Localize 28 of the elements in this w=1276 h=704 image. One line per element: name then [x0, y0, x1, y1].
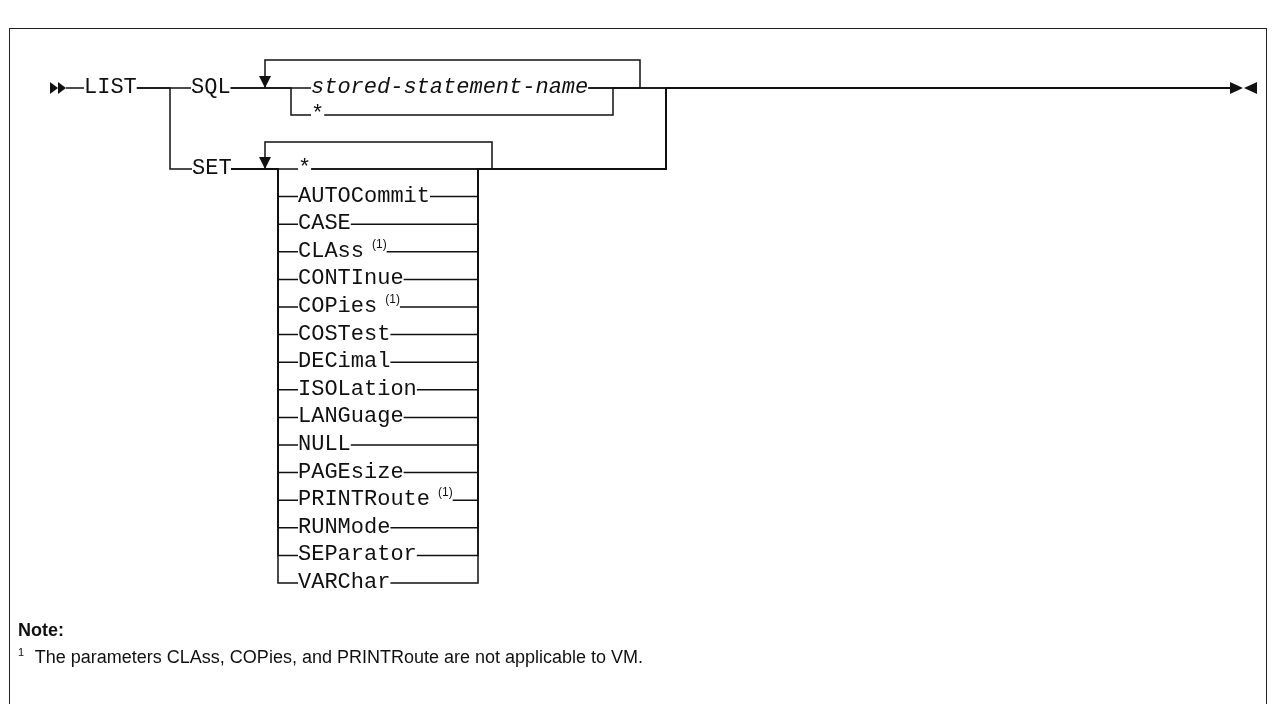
- syntax-keyword: NULL: [298, 433, 351, 457]
- connector-line: [136, 87, 193, 170]
- syntax-keyword: DECimal: [298, 350, 391, 375]
- syntax-keyword: SEParator: [298, 543, 417, 568]
- footnote-text: $^{1}$ The parameters CLAss, COPies, and PRINTRoute are not applicable to VM.: [18, 646, 644, 668]
- syntax-keyword: CLAss$^{(1)}$: [298, 239, 387, 264]
- syntax-keyword: ISOLation: [298, 377, 417, 402]
- syntax-keyword: LIST: [84, 76, 137, 100]
- syntax-keyword: PRINTRoute$^{(1)}$: [298, 488, 453, 513]
- syntax-keyword: *: [311, 103, 325, 127]
- syntax-keyword: RUNMode: [298, 515, 391, 540]
- repeat-loop-arrow: [259, 141, 493, 170]
- syntax-keyword: COPies$^{(1)}$: [298, 295, 400, 319]
- syntax-keyword: COSTest: [298, 322, 391, 347]
- syntax-keyword: CONTInue: [298, 267, 404, 292]
- repeat-loop-arrow: [259, 59, 641, 89]
- syntax-keyword: AUTOCommit: [298, 184, 431, 209]
- syntax-keyword: LANGuage: [298, 405, 404, 430]
- syntax-keyword: VARChar: [298, 571, 391, 595]
- syntax-keyword: SQL: [191, 76, 231, 100]
- connector-line: [65, 87, 85, 89]
- note-heading: Note:: [18, 620, 64, 641]
- syntax-keyword: SET: [192, 157, 232, 181]
- syntax-keyword: *: [298, 157, 312, 181]
- syntax-variable: stored-statement-name: [311, 76, 589, 100]
- syntax-keyword: CASE: [298, 212, 351, 237]
- connector-line: [229, 87, 312, 116]
- syntax-keyword: PAGEsize: [298, 460, 404, 485]
